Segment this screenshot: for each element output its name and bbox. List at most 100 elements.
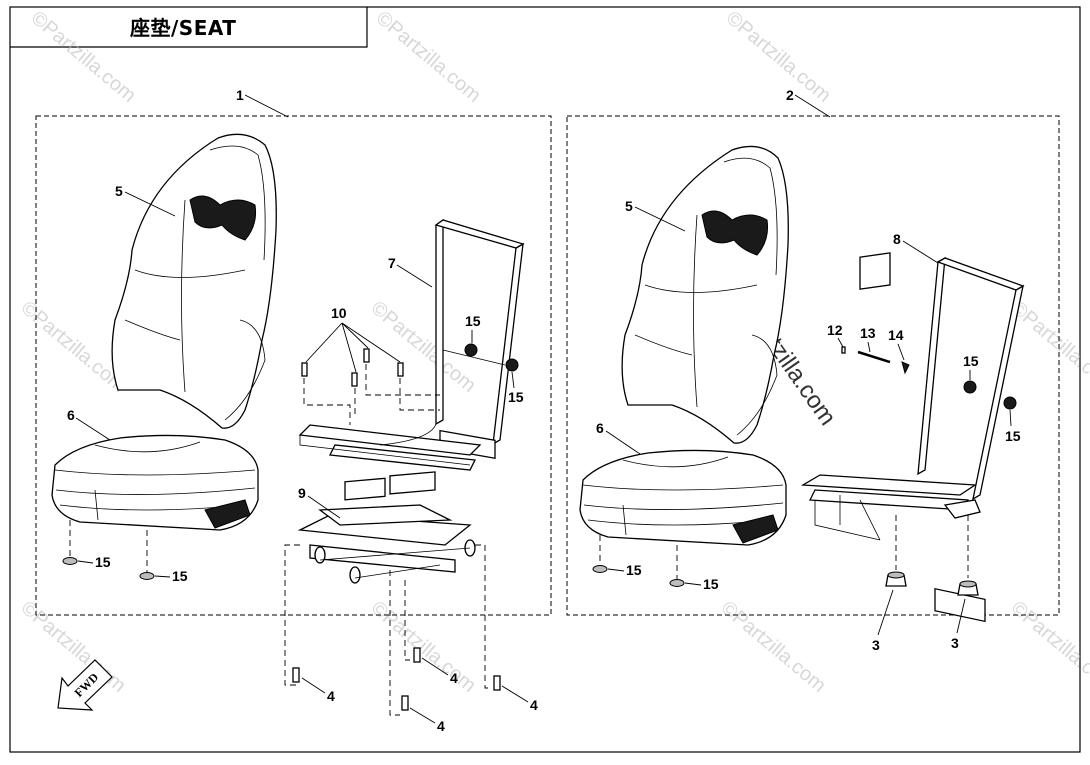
callout-4: 4	[530, 697, 538, 713]
leader-line	[404, 580, 410, 661]
leader-line	[389, 570, 400, 716]
outer-border	[9, 6, 1081, 753]
leader-line	[877, 589, 894, 636]
part-12	[841, 346, 846, 354]
watermark-text: ©Partzilla.com	[367, 597, 480, 697]
bushings-3	[885, 571, 979, 596]
bracket-13	[859, 252, 891, 290]
bolts-4	[292, 647, 501, 711]
callout-1: 1	[236, 87, 244, 103]
washer-15	[139, 572, 155, 580]
seat-back-left	[111, 133, 277, 429]
callout-15: 15	[172, 568, 188, 584]
leader-line	[956, 598, 966, 634]
watermark-text: ©Partzilla.com	[1007, 297, 1090, 397]
fwd-arrow: FWD	[57, 659, 113, 711]
callout-4: 4	[327, 688, 335, 704]
page-title: 座垫/SEAT	[130, 16, 237, 40]
leader-line	[365, 364, 440, 396]
part-13-pin	[857, 350, 891, 364]
leader-line	[511, 371, 515, 389]
leader-line	[634, 206, 686, 232]
watermark-text: ©Partzilla.com	[1007, 597, 1090, 697]
leader-line	[475, 544, 490, 689]
callout-4: 4	[450, 670, 458, 686]
callout-15: 15	[95, 554, 111, 570]
callout-7: 7	[388, 255, 396, 271]
callout-9: 9	[298, 485, 306, 501]
callout-8: 8	[893, 231, 901, 247]
leader-line	[341, 322, 401, 363]
leader-line	[684, 582, 702, 586]
leader-line	[341, 322, 357, 373]
callout-5: 5	[625, 198, 633, 214]
callout-12: 12	[827, 322, 843, 338]
leader-line	[902, 240, 939, 264]
bolts-10	[301, 348, 404, 387]
seat-frame-right	[800, 252, 1025, 623]
callout-3: 3	[951, 635, 959, 651]
watermark-text: ©Partzilla.com	[367, 297, 480, 397]
washer-15	[592, 565, 608, 573]
watermark-text: ©Partzilla.com	[27, 7, 140, 107]
leader-line	[284, 544, 300, 686]
callout-10: 10	[331, 305, 347, 321]
callout-15: 15	[508, 389, 524, 405]
leader-line	[124, 191, 176, 217]
leader-line	[154, 575, 171, 578]
leader-line	[605, 430, 641, 455]
callout-4: 4	[437, 718, 445, 734]
leader-line	[794, 94, 831, 118]
group-box-1	[35, 115, 552, 616]
callout-5: 5	[115, 183, 123, 199]
part-14-clip	[901, 361, 910, 375]
callout-3: 3	[872, 637, 880, 653]
seat-slider-left	[297, 471, 476, 584]
leader-line	[501, 685, 529, 703]
nut-15	[963, 380, 977, 394]
seat-cushion-left	[51, 434, 259, 531]
seat-cushion-right	[579, 449, 787, 546]
leader-line	[396, 264, 433, 288]
seat-back-right	[621, 145, 789, 444]
leader-line	[607, 568, 625, 572]
leader-line	[897, 343, 905, 361]
watermark-text: ©Partzilla.com	[717, 597, 830, 697]
leader-line	[341, 322, 369, 349]
callout-14: 14	[888, 327, 904, 343]
leader-line	[307, 495, 341, 519]
leader-line	[244, 94, 289, 118]
leader-line	[409, 707, 436, 724]
nut-15	[505, 358, 519, 372]
leader-line	[1009, 409, 1012, 427]
leader-line	[305, 322, 343, 363]
leader-line	[303, 378, 351, 425]
nut-15	[464, 343, 478, 357]
leader-line	[301, 677, 326, 694]
leader-line	[421, 657, 449, 676]
callout-15: 15	[465, 313, 481, 329]
title-box	[10, 7, 368, 48]
callout-6: 6	[596, 420, 604, 436]
leader-line	[75, 417, 111, 441]
leader-line	[837, 337, 844, 348]
nut-15	[1003, 396, 1017, 410]
callout-15: 15	[703, 576, 719, 592]
callout-15: 15	[1005, 428, 1021, 444]
callout-15: 15	[963, 353, 979, 369]
leader-line	[867, 341, 871, 353]
washer-15	[62, 557, 78, 565]
seat-frame-left	[298, 218, 525, 471]
leader-line	[77, 560, 94, 564]
callout-13: 13	[860, 325, 876, 341]
watermark-text: ©Partzilla.com	[722, 7, 835, 107]
washer-15	[669, 579, 685, 587]
callout-2: 2	[786, 87, 794, 103]
leader-line	[399, 378, 440, 411]
callout-6: 6	[67, 407, 75, 423]
watermark-text: ©Partzilla.com	[372, 7, 485, 107]
group-box-2	[566, 115, 1060, 616]
callout-15: 15	[626, 562, 642, 578]
